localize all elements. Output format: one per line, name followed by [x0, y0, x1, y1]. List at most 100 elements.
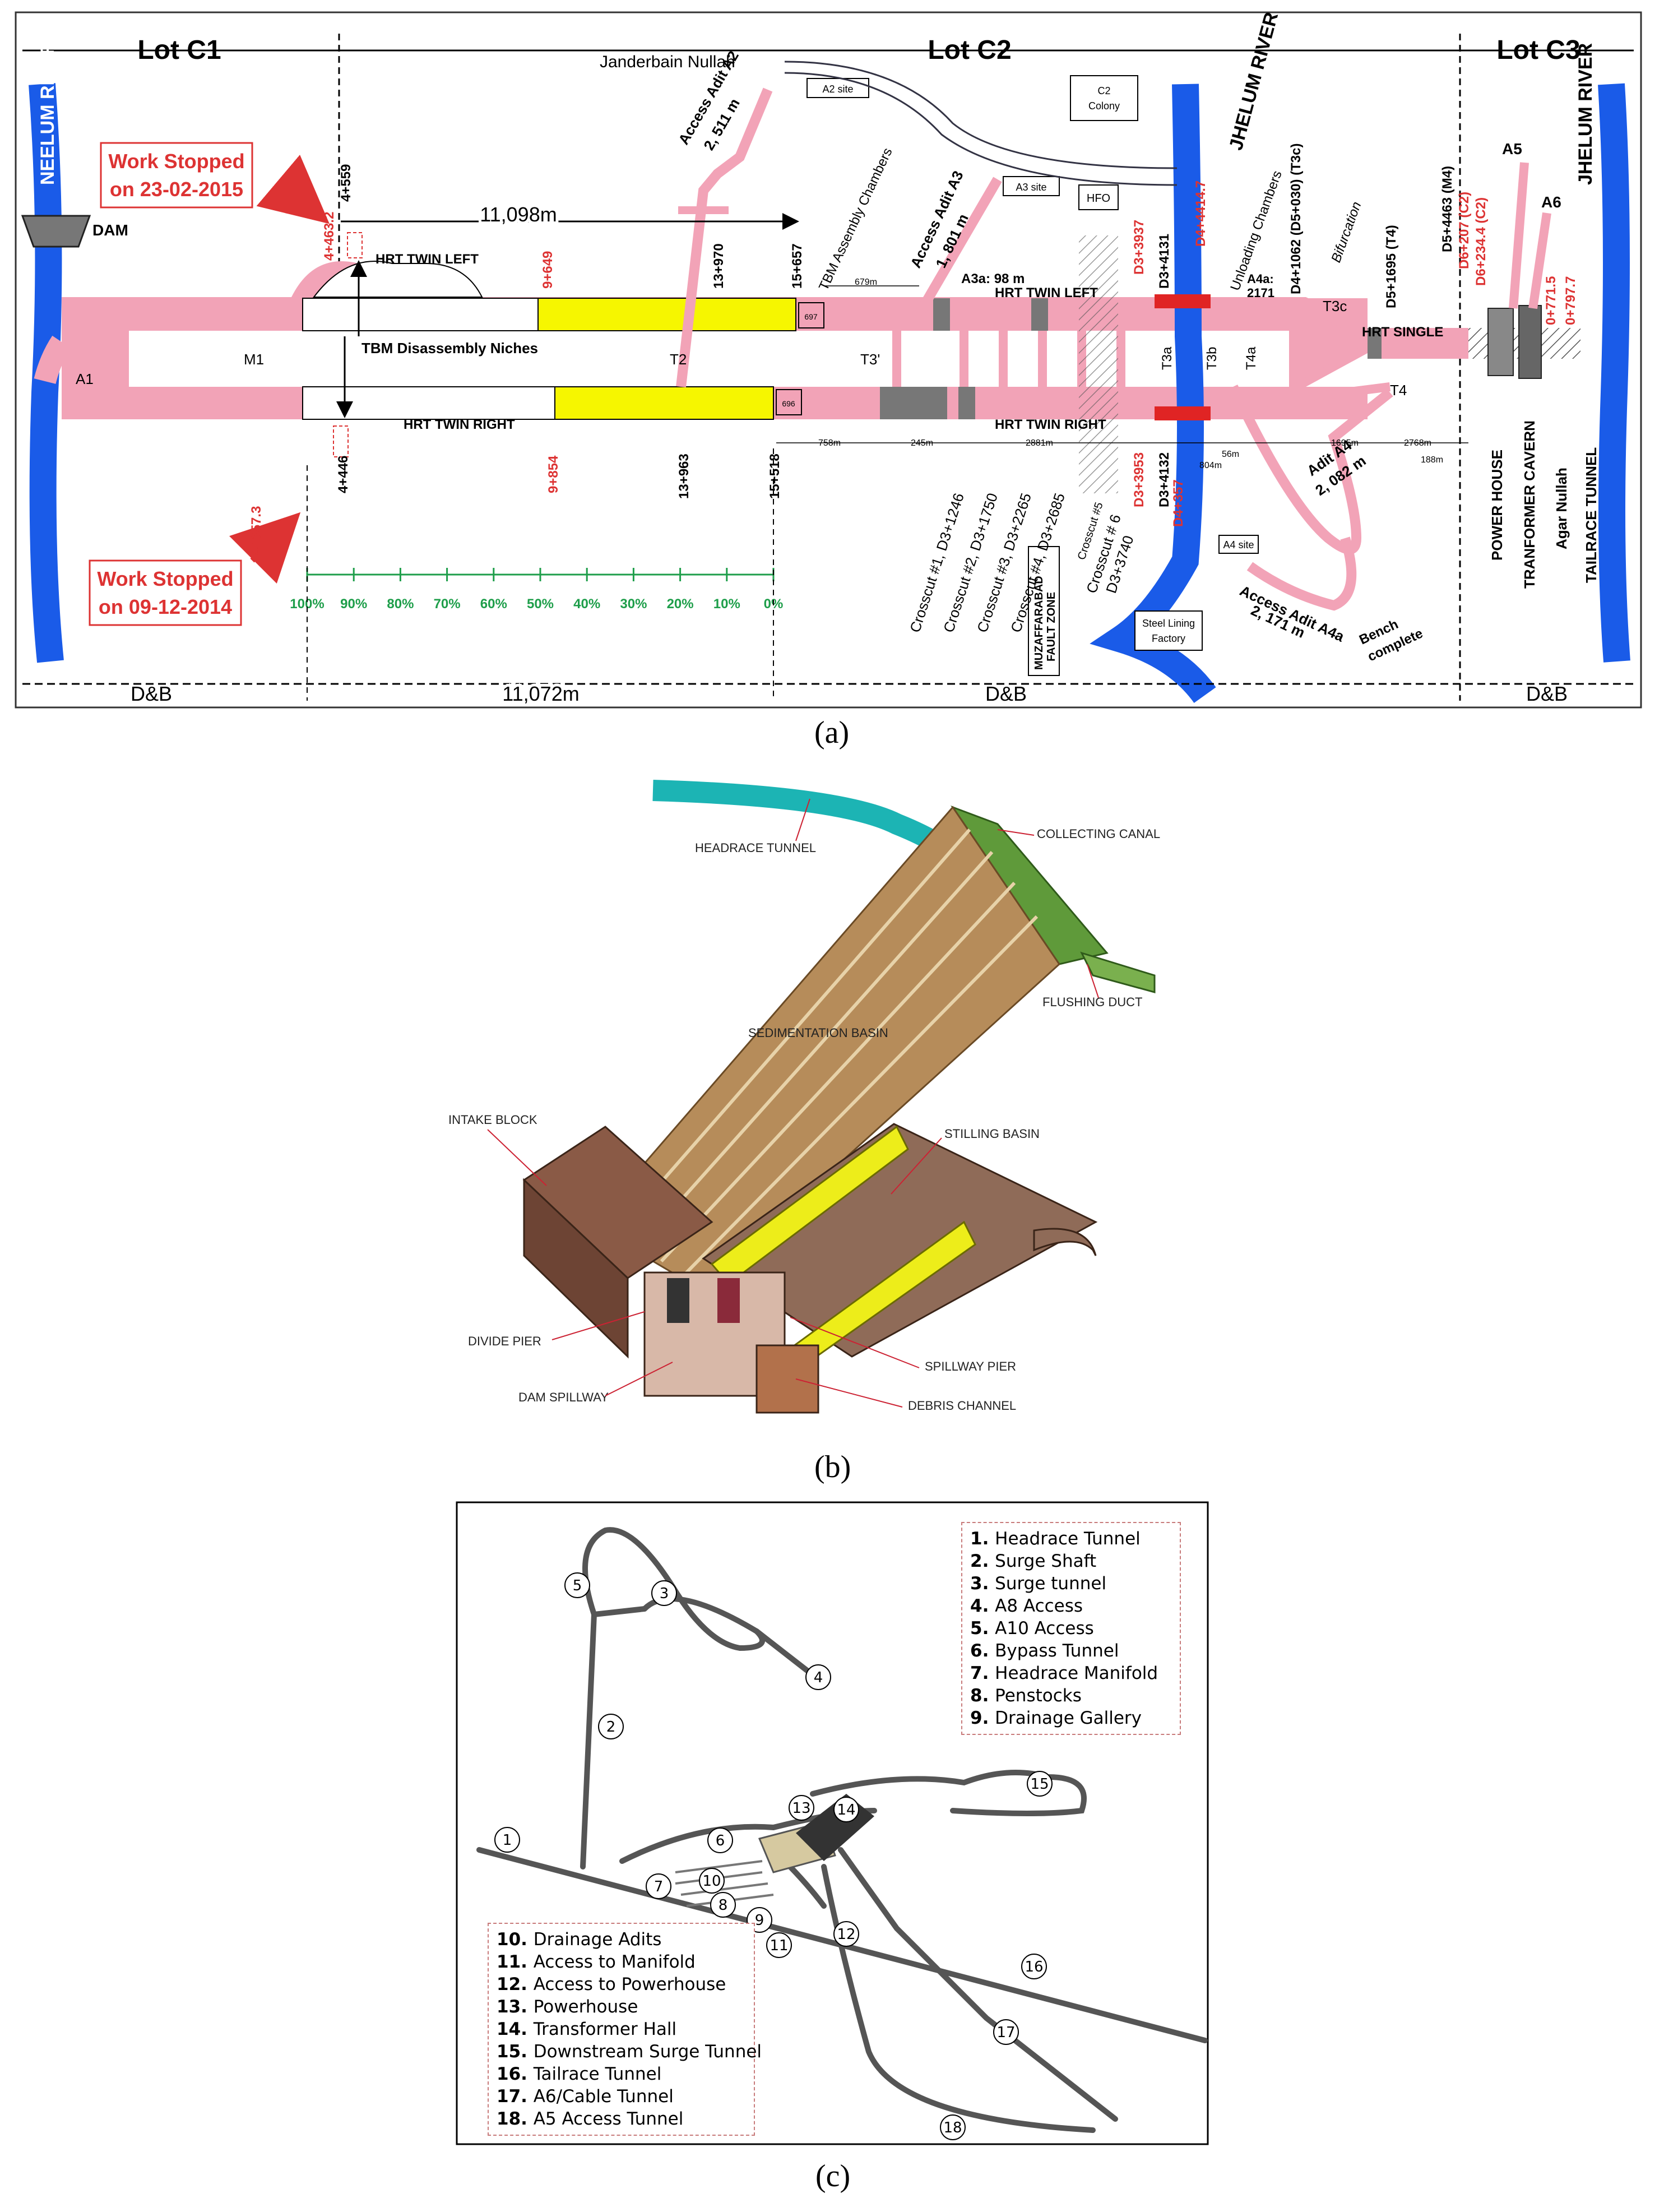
seg-679: 679m	[855, 277, 877, 287]
adit-a2	[676, 87, 773, 388]
chainage-d3-3937: D3+3937	[1132, 220, 1147, 275]
legend-item-number: 2.	[970, 1551, 995, 1571]
fault-zone-box	[1028, 546, 1060, 676]
marker-label: 9	[755, 1912, 764, 1929]
legend-item-text: Access to Manifold	[533, 1952, 696, 1972]
marker-label: 2	[606, 1719, 616, 1736]
progress-tick-label: 20%	[667, 596, 694, 612]
gate-2	[717, 1278, 740, 1323]
label-debris: DEBRIS CHANNEL	[908, 1399, 1016, 1413]
lot-c2-label: Lot C2	[928, 35, 1011, 65]
unloading-chamber-bottom	[1155, 406, 1211, 420]
legend-item: 11. Access to Manifold	[497, 1951, 746, 1973]
marker-circle	[1021, 1954, 1047, 1979]
hrt-twin-left-label: HRT TWIN LEFT	[376, 252, 479, 267]
legend-item: 1. Headrace Tunnel	[970, 1528, 1172, 1550]
legend-item-number: 17.	[497, 2086, 534, 2107]
legend-item: 7. Headrace Manifold	[970, 1662, 1172, 1685]
chainage-9-649: 9+649	[540, 251, 555, 289]
legend-item-number: 7.	[970, 1663, 995, 1683]
power-house-label: POWER HOUSE	[1489, 450, 1505, 561]
power-house-icon	[1487, 308, 1514, 376]
marker-label: 11	[770, 1937, 788, 1954]
intake-block-front	[523, 1178, 629, 1359]
lot-c1-label: Lot C1	[137, 35, 221, 65]
t4a-label: T4a	[1244, 346, 1259, 370]
fault-zone-label-2: FAULT ZONE	[1045, 592, 1058, 661]
chainage-4-559: 4+559	[339, 164, 354, 202]
chainage-0-797: 0+797.7	[1563, 276, 1578, 325]
chainage-d4-4414: D4+4414.7	[1193, 181, 1208, 247]
work-stopped-2-line2: on 09-12-2014	[99, 595, 232, 618]
label-sedimentation: SEDIMENTATION BASIN	[748, 1026, 888, 1040]
transformer-cavern-icon	[1518, 305, 1542, 379]
legend-item-number: 10.	[497, 1929, 534, 1950]
chainage-9-854: 9+854	[546, 455, 561, 493]
legend-item-number: 15.	[497, 2042, 534, 2062]
a6-adit	[1528, 212, 1551, 309]
progress-tick-label: 40%	[573, 596, 600, 612]
db-label-3: D&B	[1526, 682, 1568, 705]
legend-item: 9. Drainage Gallery	[970, 1707, 1172, 1729]
legend-item-number: 14.	[497, 2019, 534, 2039]
legend-item-number: 9.	[970, 1708, 995, 1728]
gray-seg-5	[1368, 328, 1382, 359]
factory-label: Factory	[1152, 633, 1185, 644]
legend-item: 3. Surge tunnel	[970, 1572, 1172, 1595]
tbm-chamber-696	[776, 389, 802, 415]
dim-11072-label: 11,072m	[502, 682, 579, 705]
marker-circle	[833, 1921, 859, 1947]
hrt-twin-right-2-label: HRT TWIN RIGHT	[995, 417, 1106, 432]
legend-item-number: 18.	[497, 2109, 534, 2129]
marker-label: 7	[654, 1878, 664, 1895]
a3-site-label: A3 site	[1016, 182, 1046, 193]
db-label-1: D&B	[131, 682, 172, 705]
dam-icon	[21, 215, 91, 248]
progress-tick-label: 60%	[480, 596, 507, 612]
marker-label: 13	[792, 1800, 810, 1817]
colony-label: Colony	[1088, 100, 1120, 112]
transformer-cavern-label: TRANFORMER CAVERN	[1521, 420, 1538, 589]
seg-2768: 2768m	[1404, 438, 1431, 448]
marker-label: 12	[837, 1926, 855, 1943]
chainage-4-446: 4+446	[336, 456, 351, 493]
marker-circle	[598, 1714, 624, 1739]
legend-item-text: Powerhouse	[533, 1997, 638, 2017]
marker-label: 15	[1030, 1776, 1049, 1793]
marker-label: 4	[814, 1669, 823, 1686]
chainage-d6-207: D6+207 (C2)	[1457, 192, 1472, 269]
legend-item-number: 12.	[497, 1974, 534, 1994]
label-flushing: FLUSHING DUCT	[1042, 995, 1142, 1009]
legend-item-number: 8.	[970, 1686, 995, 1706]
t3c-label: T3c	[1323, 298, 1347, 314]
legend-item: 17. A6/Cable Tunnel	[497, 2085, 746, 2108]
chainage-4-463: 4+463.2	[322, 212, 337, 261]
progress-tick-label: 90%	[340, 596, 367, 612]
chainage-d4-1062: D4+1062 (D5+030) (T3c)	[1288, 144, 1304, 294]
fault-zone-hatch	[1079, 235, 1118, 493]
label-headrace: HEADRACE TUNNEL	[695, 841, 816, 855]
legend-item-text: A10 Access	[995, 1618, 1094, 1639]
marker-circle	[833, 1797, 859, 1822]
legend-item-number: 6.	[970, 1641, 995, 1661]
marker-circle	[766, 1932, 792, 1958]
agar-nullah-label: Agar Nullah	[1553, 468, 1570, 549]
seg-758: 758m	[818, 438, 841, 448]
nullah-line-1	[784, 61, 1178, 169]
m1-label: M1	[244, 351, 264, 368]
legend-item-text: A5 Access Tunnel	[533, 2109, 684, 2129]
a4-site-box	[1218, 535, 1259, 554]
marker-label: 8	[719, 1897, 728, 1914]
caption-c: (c)	[815, 2159, 851, 2194]
work-stopped-1-line2: on 23-02-2015	[110, 178, 243, 201]
panel-b-leaders	[487, 798, 1099, 1408]
headrace-tunnel-pipe	[652, 780, 948, 855]
box-697-label: 697	[804, 312, 818, 321]
hrt-single	[1368, 328, 1468, 359]
marker-label: 6	[716, 1832, 725, 1849]
niche-marker-bottom	[333, 425, 349, 457]
dim-11098-label: 11,098m	[480, 203, 557, 226]
label-stilling: STILLING BASIN	[944, 1127, 1040, 1141]
chainage-4-357: 4+357.3	[249, 506, 264, 555]
